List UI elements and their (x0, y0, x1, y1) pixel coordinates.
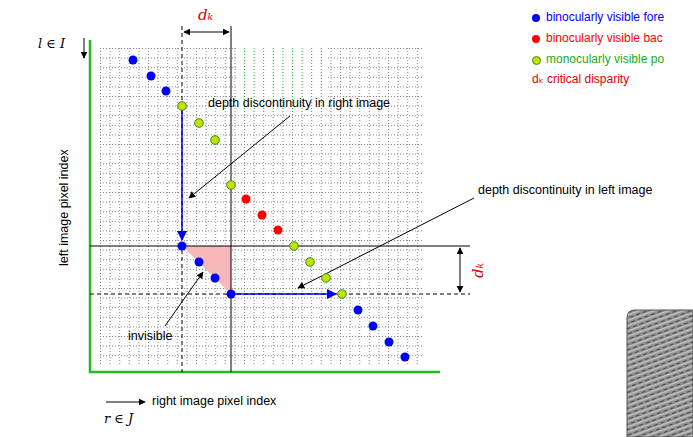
label-text: dₖ (198, 6, 213, 24)
label-text: dₖ critical disparity (532, 72, 629, 86)
label-text: dₖ (469, 262, 487, 277)
label-text: invisible (128, 329, 172, 343)
label-text: r ∈ J (104, 411, 133, 426)
legend-text: binocularly visible bac (546, 31, 663, 45)
legend-swatch (532, 35, 540, 43)
label-text: depth discontinuity in right image (208, 96, 390, 110)
label-text: l ∈ I (38, 36, 65, 51)
label-text: depth discontinuity in left image (478, 183, 652, 197)
label-text: left image pixel index (57, 150, 71, 267)
label-text: right image pixel index (152, 394, 276, 408)
legend-text: monocularly visible po (546, 52, 664, 66)
legend-text: binocularly visible fore (546, 10, 664, 24)
legend-swatch (532, 56, 541, 65)
legend-swatch (532, 14, 540, 22)
